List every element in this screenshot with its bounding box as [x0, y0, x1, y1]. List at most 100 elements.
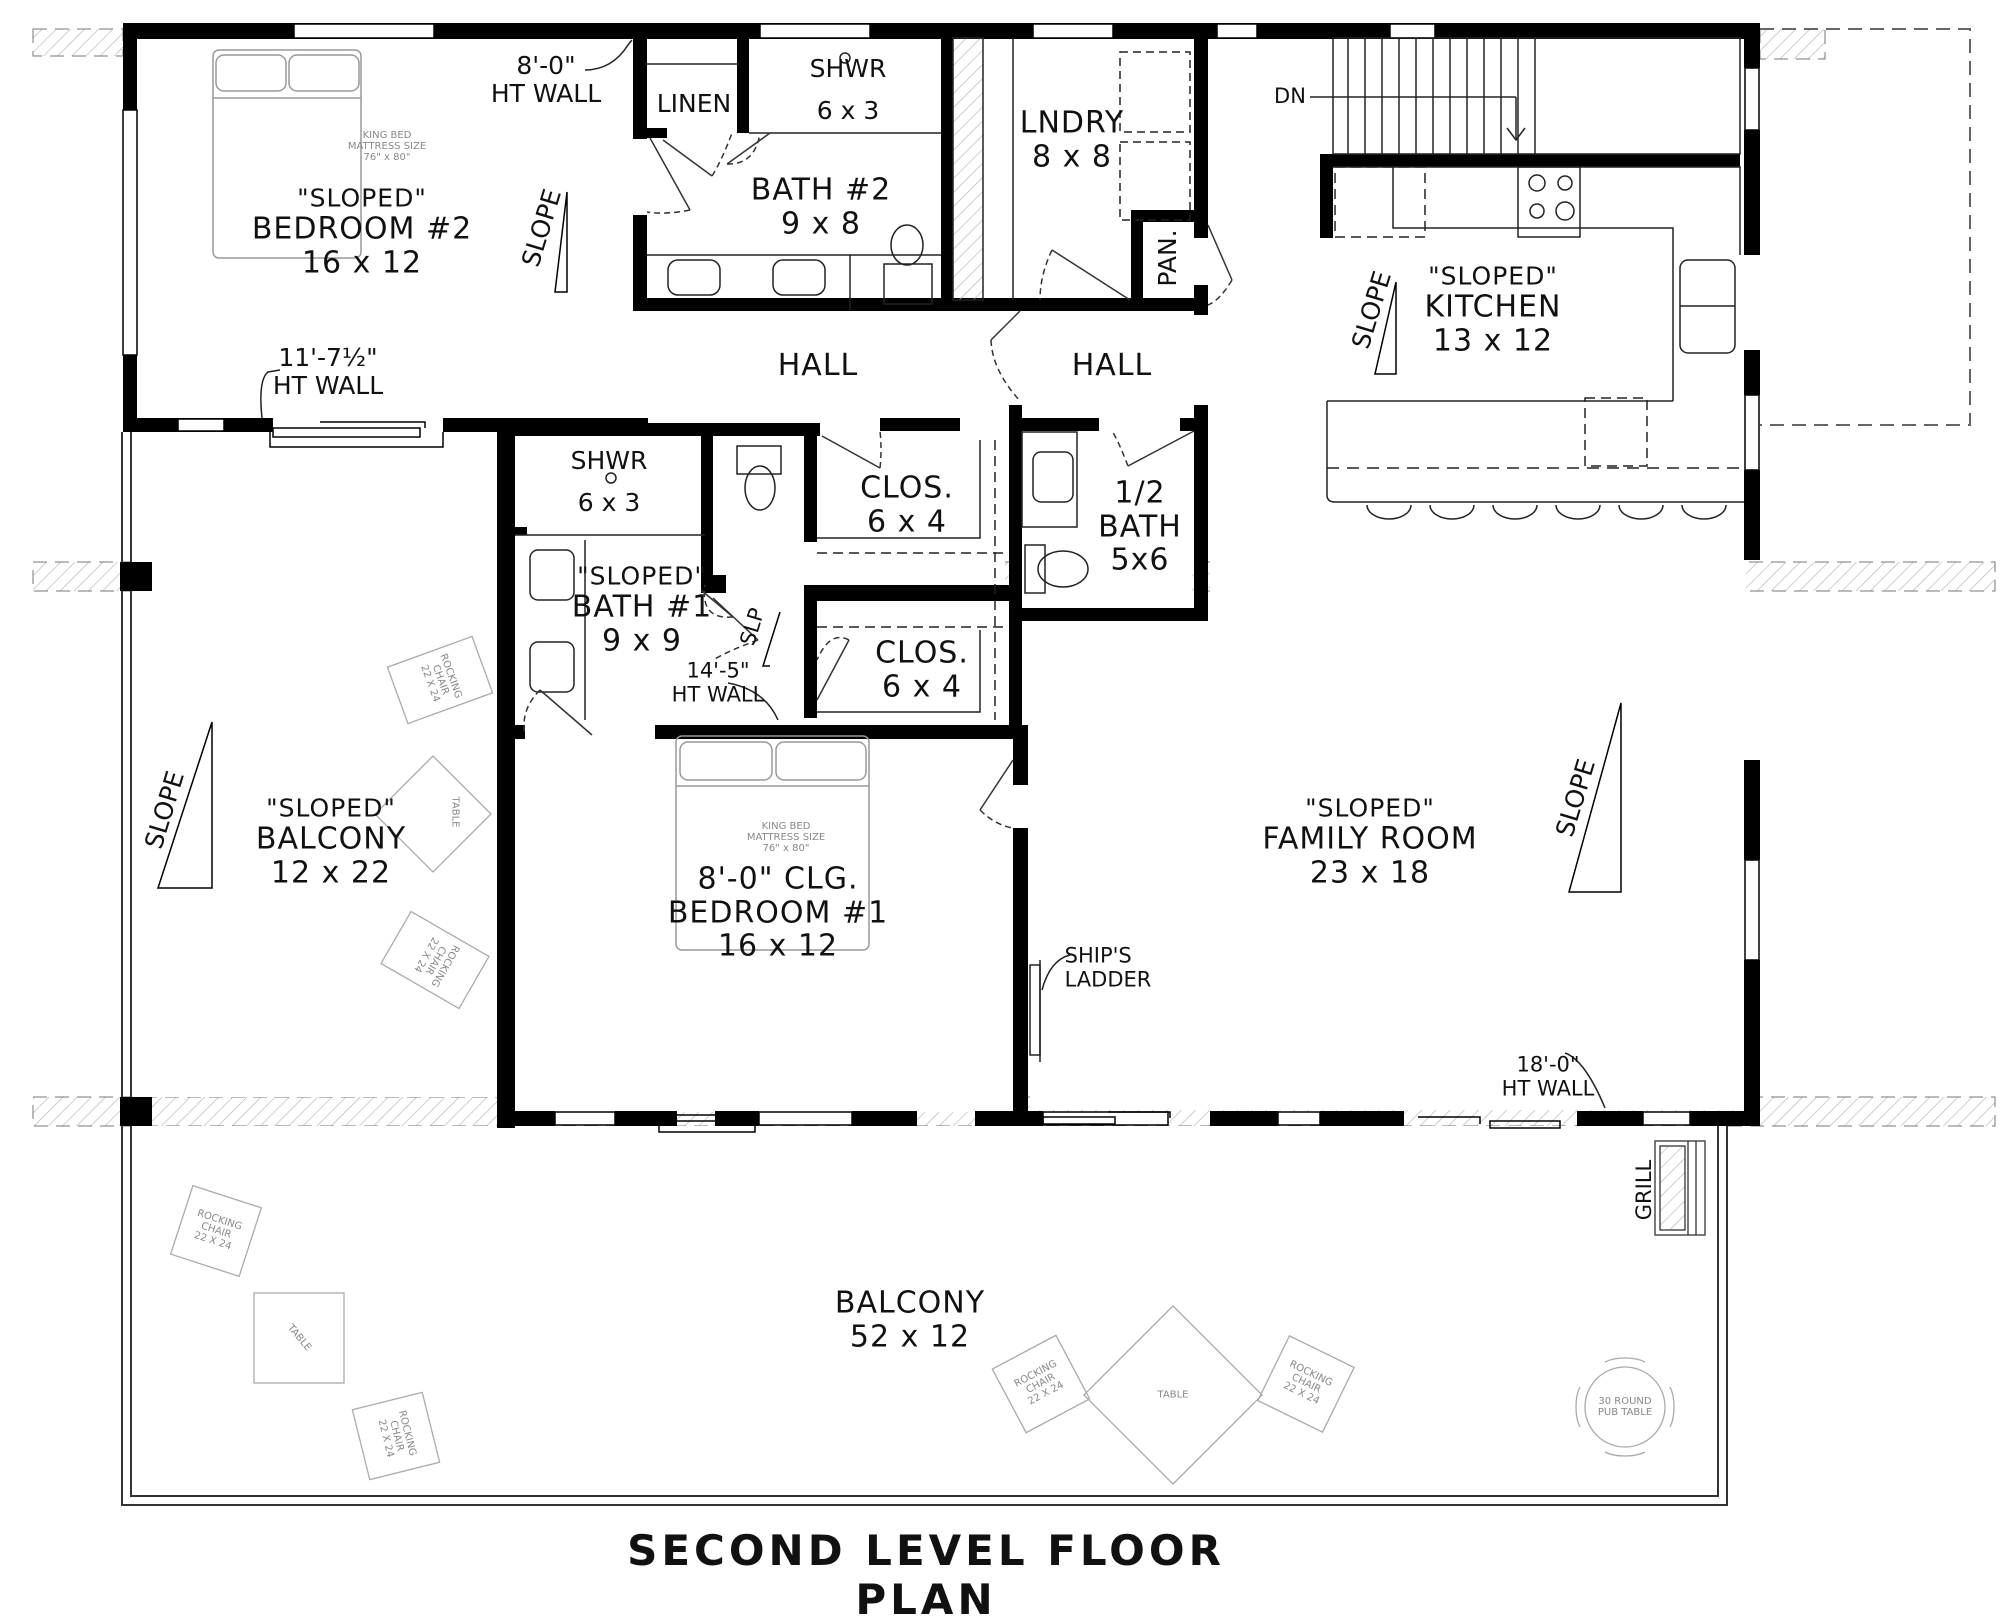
room-label-laundry: LNDRY 8 x 8	[1020, 106, 1125, 173]
stairs-down-label: DN	[1274, 85, 1306, 109]
room-size: 6 x 4	[866, 504, 947, 539]
bed-line-1: KING BED	[761, 821, 811, 833]
room-size: 5x6	[1110, 542, 1170, 578]
pub-table-line-1: 30 ROUND	[1598, 1395, 1652, 1407]
room-label-hall-2: HALL	[1072, 349, 1153, 383]
room-qualifier: "SLOPED"	[1428, 261, 1558, 291]
height-value: 11'-7½"	[278, 343, 378, 372]
sliding-doors	[269, 421, 1561, 1133]
room-name: BALCONY	[834, 1285, 986, 1321]
stairs-dn: DN	[1274, 84, 1306, 109]
room-name: CLOS.	[875, 635, 969, 671]
room-name: BATH #2	[750, 172, 892, 208]
room-name: HALL	[777, 348, 859, 384]
height-label: HT WALL	[272, 371, 384, 400]
drawing-title: SECOND LEVEL FLOOR PLAN	[627, 1526, 1225, 1624]
height-label: HT WALL	[490, 79, 602, 108]
room-size: 9 x 8	[780, 206, 861, 241]
table-text: TABLE	[449, 796, 461, 828]
king-bed-label-bedroom1: KING BED MATTRESS SIZE 76" x 80"	[747, 821, 825, 855]
doors	[523, 132, 1233, 829]
room-size: 16 x 12	[301, 245, 423, 280]
room-name: CLOS.	[860, 470, 954, 506]
ladder-line-1: SHIP'S	[1064, 943, 1132, 968]
room-label-bath1: "SLOPED" BATH #1 9 x 9	[572, 562, 712, 657]
bed-line-1: KING BED	[362, 130, 412, 142]
room-qualifier: "SLOPED"	[1305, 793, 1435, 823]
spacer	[571, 475, 648, 489]
room-label-half-bath: 1/2 BATH 5x6	[1098, 477, 1182, 578]
room-name: SHWR	[570, 446, 648, 475]
grill-fixture	[1654, 1140, 1706, 1236]
height-value: 8'-0"	[516, 51, 576, 80]
height-value: 18'-0"	[1516, 1052, 1580, 1077]
room-size: 9 x 9	[601, 623, 682, 658]
room-name: HALL	[1071, 348, 1153, 384]
wall-height-note-family: 18'-0" HT WALL	[1502, 1053, 1595, 1100]
spacer	[810, 83, 887, 97]
king-bed-label-bedroom2: KING BED MATTRESS SIZE 76" x 80"	[348, 130, 426, 164]
bed-line-3: 76" x 80"	[363, 152, 411, 164]
room-label-linen: LINEN	[657, 90, 732, 118]
room-name-2: BATH	[1098, 509, 1182, 545]
table-label: TABLE	[449, 796, 461, 828]
room-size: 12 x 22	[270, 855, 392, 890]
room-fills	[132, 40, 1746, 1490]
room-size: 13 x 12	[1432, 323, 1554, 358]
bed-line-2: MATTRESS SIZE	[347, 141, 427, 153]
room-label-pantry: PAN.	[1153, 229, 1182, 287]
room-label-closet-2: CLOS. 6 x 4	[875, 636, 969, 703]
room-name: SHWR	[809, 54, 887, 83]
room-size: 6 x 3	[577, 488, 641, 517]
room-label-shower2: SHWR 6 x 3	[810, 55, 887, 125]
wall-height-note-bedroom2-bottom: 11'-7½" HT WALL	[273, 344, 383, 400]
pub-table-label: 30 ROUND PUB TABLE	[1598, 1396, 1652, 1418]
slope-indicators	[156, 191, 1622, 893]
bed-line-2: MATTRESS SIZE	[746, 832, 826, 844]
room-name: BEDROOM #2	[251, 211, 473, 247]
room-qualifier: 8'-0" CLG.	[697, 861, 859, 897]
room-size: 8 x 8	[1031, 139, 1112, 174]
room-size: 23 x 18	[1309, 855, 1431, 890]
room-label-balcony-main: BALCONY 52 x 12	[835, 1286, 985, 1353]
ships-ladder-label: SHIP'S LADDER	[1065, 944, 1152, 991]
balcony-railing	[121, 432, 1728, 1506]
room-name: FAMILY ROOM	[1262, 821, 1478, 857]
grill-label: GRILL	[1632, 1160, 1657, 1220]
bed-line-3: 76" x 80"	[762, 843, 810, 855]
room-name: KITCHEN	[1424, 289, 1562, 325]
room-size: 6 x 4	[881, 669, 962, 704]
room-label-bedroom2: "SLOPED" BEDROOM #2 16 x 12	[252, 184, 472, 279]
wall-height-note-bath1: 14'-5" HT WALL	[672, 659, 765, 706]
windows	[122, 23, 1760, 1126]
room-name-1: 1/2	[1114, 475, 1166, 511]
room-qualifier: "SLOPED"	[297, 183, 427, 213]
king-beds	[212, 49, 870, 951]
room-size: 16 x 12	[717, 928, 839, 964]
room-label-closet-1: CLOS. 6 x 4	[860, 471, 954, 538]
outdoor-furniture	[169, 635, 1675, 1486]
height-label: HT WALL	[671, 682, 765, 706]
height-label: HT WALL	[1501, 1076, 1595, 1100]
table-text: TABLE	[1157, 1389, 1189, 1401]
fixtures	[260, 37, 1744, 1109]
wall-height-note-bedroom2-top: 8'-0" HT WALL	[491, 52, 601, 108]
room-label-balcony-side: "SLOPED" BALCONY 12 x 22	[256, 794, 406, 889]
room-qualifier: "SLOPED"	[577, 561, 707, 591]
walls	[120, 23, 1760, 1128]
ladder-line-2: LADDER	[1064, 967, 1152, 991]
room-qualifier: "SLOPED"	[266, 793, 396, 823]
room-label-shower1: SHWR 6 x 3	[571, 447, 648, 517]
room-name: PAN.	[1153, 229, 1182, 287]
room-size: 6 x 3	[816, 96, 880, 125]
room-name: LINEN	[656, 89, 732, 118]
table-label: TABLE	[1158, 1389, 1189, 1400]
room-size: 52 x 12	[849, 1319, 971, 1354]
pub-table-line-2: PUB TABLE	[1597, 1407, 1653, 1418]
room-name: LNDRY	[1019, 105, 1125, 141]
room-label-bedroom1: 8'-0" CLG. BEDROOM #1 16 x 12	[668, 863, 888, 964]
room-name: BATH #1	[571, 589, 713, 625]
room-name: BALCONY	[255, 821, 407, 857]
room-label-family-room: "SLOPED" FAMILY ROOM 23 x 18	[1262, 794, 1477, 889]
